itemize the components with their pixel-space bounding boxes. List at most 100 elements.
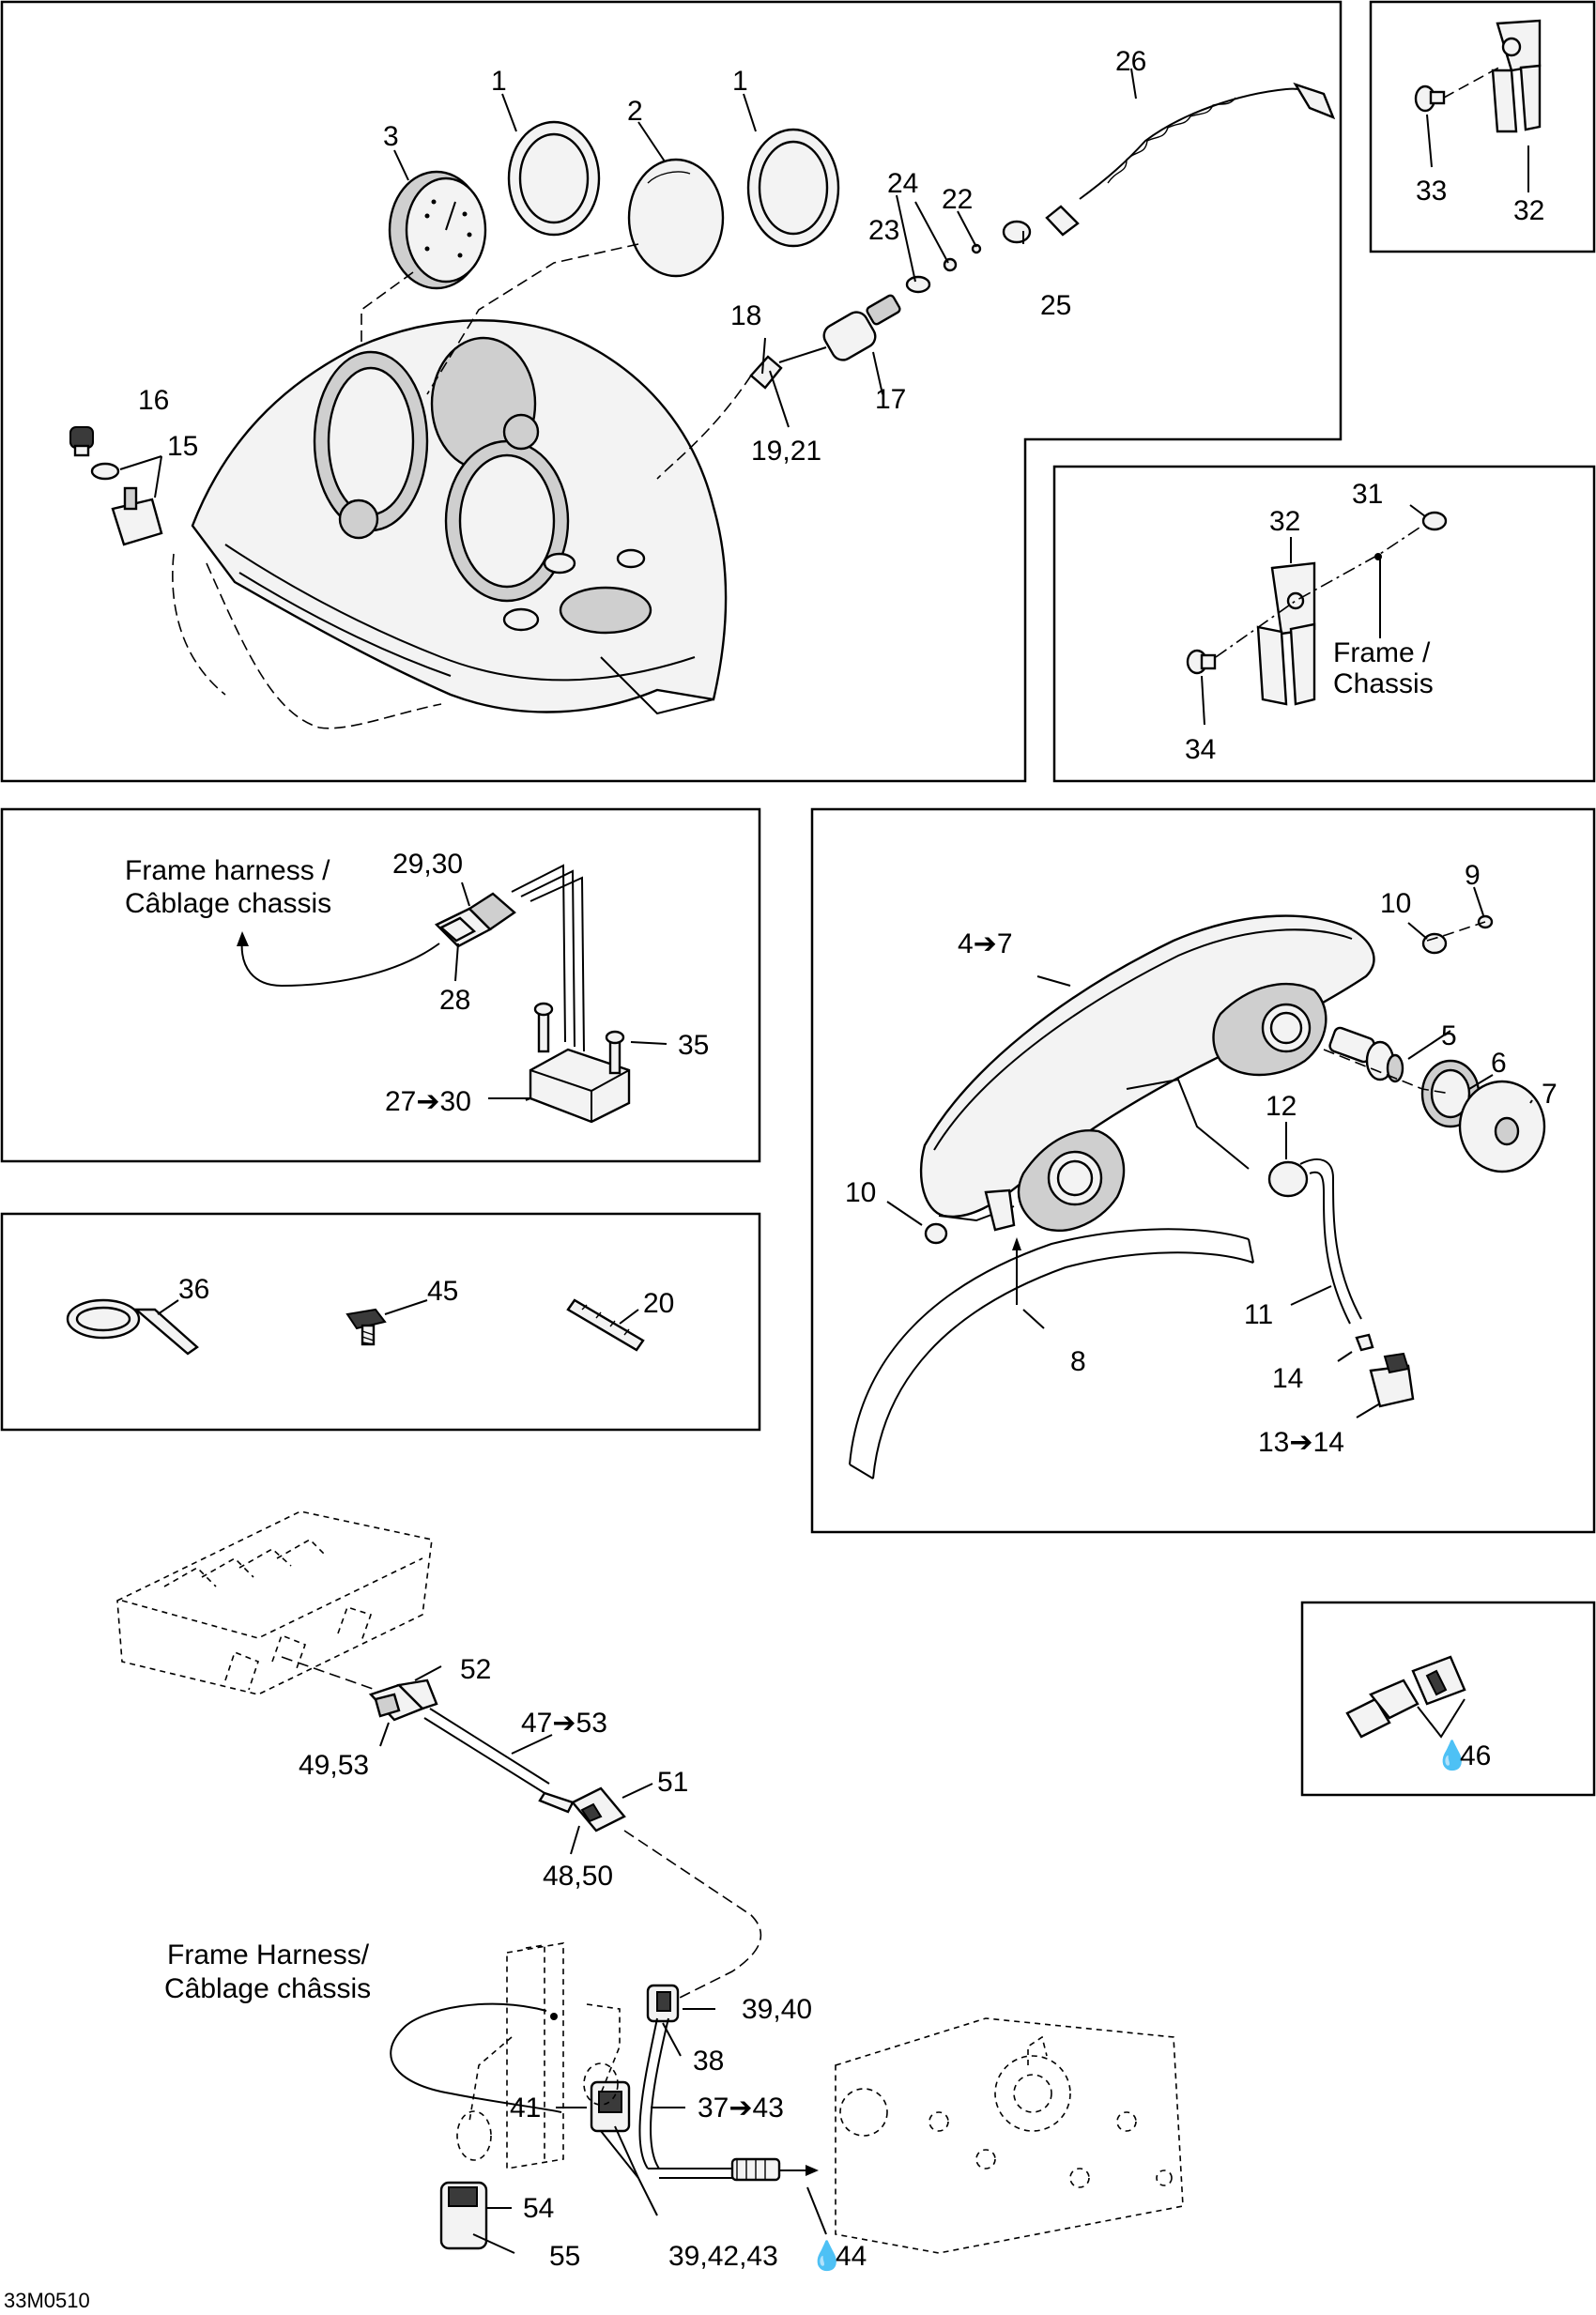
callout-39-42-43: 39,42,43 xyxy=(668,2241,778,2272)
push-screw xyxy=(345,1308,387,1346)
callout-25: 25 xyxy=(1040,290,1071,321)
callout-51: 51 xyxy=(657,1767,688,1798)
callout-1a: 1 xyxy=(491,66,507,97)
headlight-bulb xyxy=(1328,1026,1404,1083)
panel-dashboard-border xyxy=(0,0,1343,783)
oil-pressure-switch xyxy=(638,1984,781,2182)
figure-code: 33M0510 xyxy=(4,2289,90,2312)
note-frame-chassis-line2: Chassis xyxy=(1333,668,1434,699)
panel-harness-module-border xyxy=(0,807,761,1163)
callout-36: 36 xyxy=(178,1274,209,1305)
callout-45: 45 xyxy=(427,1276,458,1307)
callout-5: 5 xyxy=(1441,1020,1457,1051)
fuse-block-ghost xyxy=(116,1510,433,1695)
callout-22: 22 xyxy=(942,184,973,215)
panel-headlight-border xyxy=(810,807,1596,1534)
callout-8: 8 xyxy=(1070,1346,1086,1377)
callout-48-50: 48,50 xyxy=(543,1861,613,1892)
callout-44: 44 xyxy=(836,2241,867,2272)
callout-12: 12 xyxy=(1266,1091,1297,1122)
bolt-small xyxy=(1414,84,1446,113)
callout-41: 41 xyxy=(510,2093,541,2123)
callout-19-21: 19,21 xyxy=(751,436,821,467)
callout-16: 16 xyxy=(138,385,169,416)
callout-9: 9 xyxy=(1465,860,1481,891)
callout-37-43: 37➔43 xyxy=(698,2093,784,2123)
callout-24: 24 xyxy=(887,168,918,199)
sensor-connector xyxy=(590,2080,631,2133)
callout-23: 23 xyxy=(868,215,899,246)
callout-3: 3 xyxy=(383,121,399,152)
washer xyxy=(1421,511,1448,531)
relay-connector-lower xyxy=(538,1786,626,1832)
callout-39-40: 39,40 xyxy=(742,1994,812,2025)
note-frame-harness-b-line2: Câblage châssis xyxy=(164,1973,371,2004)
callout-29-30: 29,30 xyxy=(392,849,463,880)
callout-15: 15 xyxy=(167,431,198,462)
note-frame-harness-a-line2: Câblage chassis xyxy=(125,888,331,919)
dashboard-console xyxy=(191,319,728,715)
harness-connector xyxy=(434,892,516,948)
electronic-module xyxy=(529,1002,631,1124)
mounting-bracket-frame xyxy=(1256,561,1316,706)
callout-27-30: 27➔30 xyxy=(385,1086,471,1117)
note-frame-chassis-line1: Frame / xyxy=(1333,637,1431,668)
callout-54: 54 xyxy=(523,2193,554,2224)
callout-32a: 32 xyxy=(1513,195,1544,226)
grommet xyxy=(924,914,1494,1245)
frame-ghost-post xyxy=(506,1942,564,2169)
cable-tie xyxy=(66,1298,199,1356)
panel-bracket-frame-border xyxy=(1052,465,1596,783)
relay-connector-upper xyxy=(368,1679,438,1722)
callout-1b: 1 xyxy=(732,66,748,97)
safety-lanyard-cord xyxy=(1079,82,1336,200)
drop-icon-44: 💧 xyxy=(809,2239,844,2272)
engine-block-ghost xyxy=(835,2017,1184,2254)
speedometer-gauge xyxy=(388,170,487,290)
gauge-ring-left xyxy=(507,120,601,237)
vent-tube xyxy=(1299,1158,1362,1325)
callout-33: 33 xyxy=(1416,176,1447,207)
callout-13-14: 13➔14 xyxy=(1258,1427,1344,1458)
callout-26: 26 xyxy=(1115,46,1146,77)
callout-32b: 32 xyxy=(1269,506,1300,537)
callout-47-53: 47➔53 xyxy=(521,1708,607,1739)
ghost-connector-right xyxy=(583,2003,621,2106)
callout-10b: 10 xyxy=(845,1177,876,1208)
callout-7: 7 xyxy=(1542,1079,1558,1110)
headlight-lens-seal xyxy=(849,1228,1254,1479)
panel-fasteners-border xyxy=(0,1212,761,1432)
gauge-lens xyxy=(627,158,725,278)
gauge-ring-right xyxy=(746,128,840,248)
connector-pair xyxy=(1345,1655,1466,1739)
panel-bracket-inset-border xyxy=(1369,0,1596,253)
callout-31: 31 xyxy=(1352,479,1383,510)
callout-11: 11 xyxy=(1244,1299,1273,1330)
ghost-connector-left xyxy=(456,2036,513,2161)
wire-connector-sleeve xyxy=(566,1298,645,1352)
mounting-bracket-small xyxy=(1491,19,1542,133)
callout-34: 34 xyxy=(1185,734,1216,765)
callout-38: 38 xyxy=(693,2046,724,2077)
callout-10a: 10 xyxy=(1380,888,1411,919)
callout-28: 28 xyxy=(439,985,470,1016)
callout-17: 17 xyxy=(875,384,906,415)
callout-49-53: 49,53 xyxy=(299,1750,369,1781)
note-frame-harness-b-line1: Frame Harness/ xyxy=(167,1939,370,1970)
callout-4-7: 4➔7 xyxy=(958,928,1013,959)
headlight-cap xyxy=(1458,1080,1546,1173)
callout-46: 46 xyxy=(1460,1740,1491,1771)
callout-14: 14 xyxy=(1272,1363,1303,1394)
callout-18: 18 xyxy=(730,300,761,331)
vent-connector xyxy=(1355,1333,1415,1408)
drop-icon-46: 💧 xyxy=(1435,1739,1469,1771)
callout-20: 20 xyxy=(643,1288,674,1319)
headlight-housing xyxy=(919,914,1375,1233)
panel-connector-inset-border xyxy=(1300,1601,1596,1797)
callout-55: 55 xyxy=(549,2241,580,2272)
bulb-socket xyxy=(439,2181,488,2250)
callout-2: 2 xyxy=(627,96,643,127)
toggle-switch xyxy=(69,426,163,546)
callout-52: 52 xyxy=(460,1654,491,1685)
